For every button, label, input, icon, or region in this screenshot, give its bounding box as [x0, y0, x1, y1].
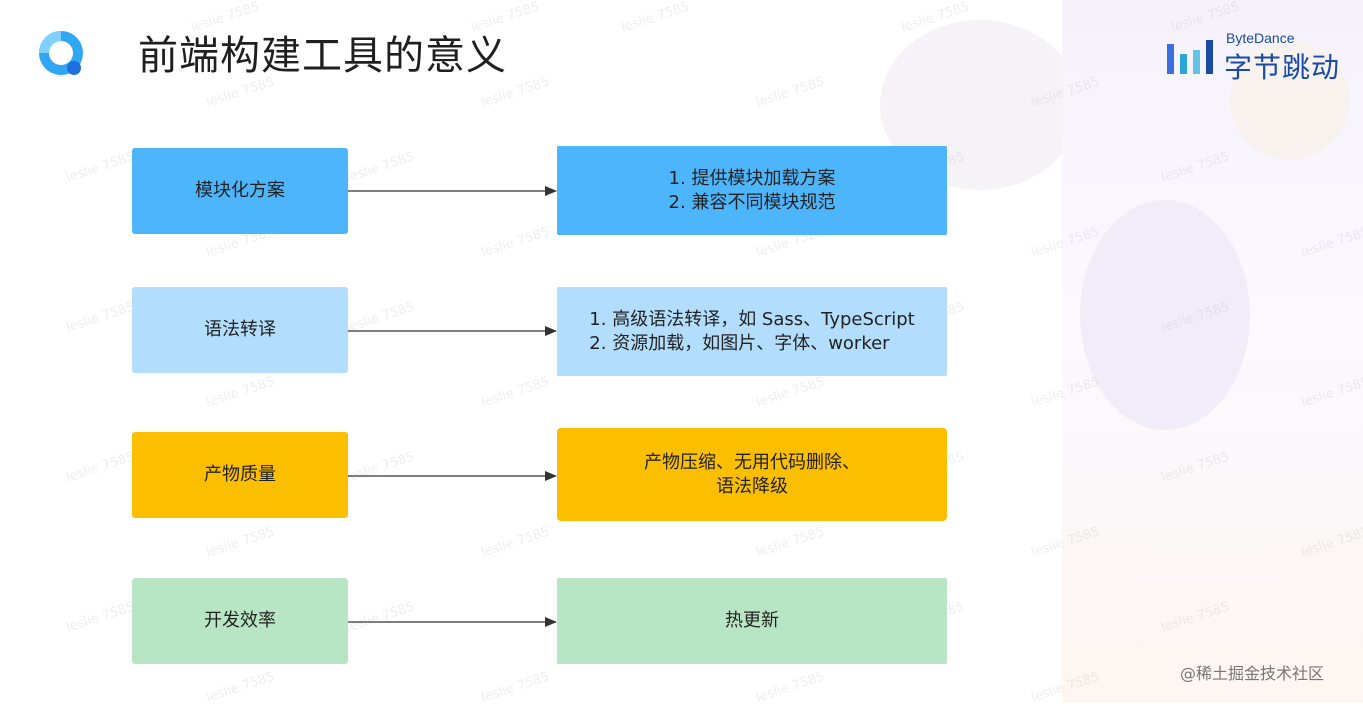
detail-line: 2. 兼容不同模块规范 — [668, 191, 836, 213]
node-dev-efficiency: 开发效率 — [132, 578, 348, 664]
brand-en-text: ByteDance — [1226, 30, 1295, 46]
watermark-text: leslie 7585 — [64, 299, 137, 336]
watermark-text: leslie 7585 — [204, 374, 277, 411]
watermark-text: leslie 7585 — [479, 669, 552, 706]
background-decoration — [1230, 40, 1350, 160]
node-label: 语法转译 — [204, 319, 276, 340]
node-syntax-transpile-detail: 1. 高级语法转译，如 Sass、TypeScript 2. 资源加载，如图片、… — [557, 287, 947, 376]
watermark-text: leslie 7585 — [204, 669, 277, 706]
watermark-text: leslie 7585 — [619, 0, 692, 36]
node-syntax-transpile: 语法转译 — [132, 287, 348, 373]
brand-cn-text: 字节跳动 — [1224, 51, 1341, 84]
watermark-text: leslie 7585 — [754, 669, 827, 706]
background-decoration — [1080, 200, 1250, 430]
watermark-text: leslie 7585 — [344, 299, 417, 336]
watermark-text: leslie 7585 — [344, 599, 417, 636]
app-logo-icon — [36, 28, 88, 80]
watermark-text: leslie 7585 — [479, 524, 552, 561]
node-label: 产物质量 — [204, 464, 276, 485]
footer-credit: @稀土掘金技术社区 — [1180, 664, 1325, 683]
node-module-solution-detail: 1. 提供模块加载方案 2. 兼容不同模块规范 — [557, 146, 947, 235]
watermark-text: leslie 7585 — [754, 74, 827, 111]
detail-line: 产物压缩、无用代码删除、 — [644, 451, 860, 473]
watermark-text: leslie 7585 — [754, 524, 827, 561]
watermark-text: leslie 7585 — [479, 224, 552, 261]
watermark-text: leslie 7585 — [344, 449, 417, 486]
watermark-text: leslie 7585 — [754, 374, 827, 411]
detail-line: 语法降级 — [716, 475, 788, 497]
node-output-quality-detail: 产物压缩、无用代码删除、 语法降级 — [557, 428, 947, 521]
detail-line: 2. 资源加载，如图片、字体、worker — [589, 332, 890, 354]
bytedance-logo: ByteDance 字节跳动 — [1166, 30, 1356, 84]
detail-line: 1. 高级语法转译，如 Sass、TypeScript — [589, 308, 915, 330]
watermark-text: leslie 7585 — [344, 149, 417, 186]
node-module-solution: 模块化方案 — [132, 148, 348, 234]
page-title: 前端构建工具的意义 — [138, 33, 507, 79]
node-label: 开发效率 — [204, 610, 276, 631]
watermark-text: leslie 7585 — [64, 449, 137, 486]
node-label: 模块化方案 — [195, 180, 285, 201]
watermark-text: leslie 7585 — [479, 374, 552, 411]
node-dev-efficiency-detail: 热更新 — [557, 578, 947, 664]
watermark-text: leslie 7585 — [64, 599, 137, 636]
detail-line: 热更新 — [725, 610, 779, 631]
watermark-text: leslie 7585 — [64, 149, 137, 186]
watermark-text: leslie 7585 — [204, 524, 277, 561]
node-output-quality: 产物质量 — [132, 432, 348, 518]
detail-line: 1. 提供模块加载方案 — [668, 167, 836, 189]
bytedance-bars-icon — [1167, 40, 1213, 74]
